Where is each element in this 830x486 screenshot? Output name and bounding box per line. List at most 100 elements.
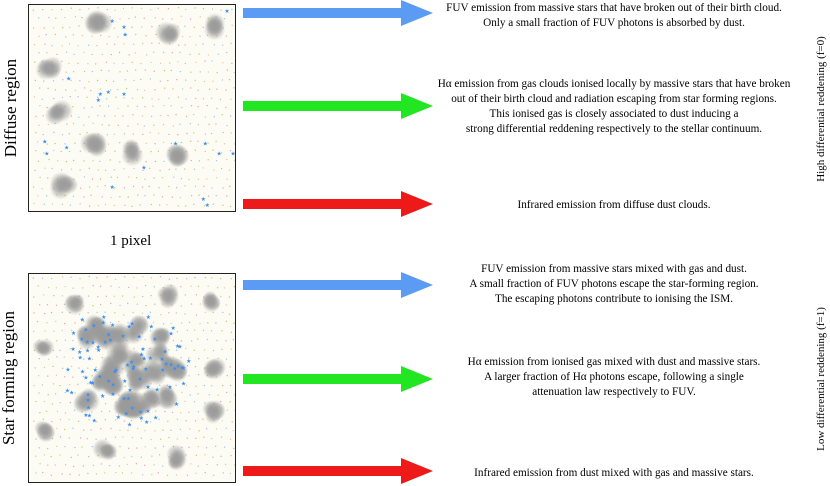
background-dot — [133, 79, 135, 82]
background-dot — [104, 419, 106, 421]
background-dot — [168, 278, 171, 280]
star-icon: ★ — [110, 18, 115, 25]
background-dot — [198, 194, 200, 196]
background-dot — [66, 123, 68, 125]
star-icon: ★ — [168, 362, 173, 369]
background-dot — [139, 204, 141, 206]
background-dot — [131, 205, 133, 208]
background-dot — [90, 194, 92, 196]
background-dot — [54, 33, 57, 36]
background-dot — [46, 447, 49, 450]
star-icon: ★ — [44, 151, 49, 158]
background-dot — [163, 69, 166, 72]
background-dot — [87, 295, 90, 297]
background-dot — [179, 412, 182, 414]
star-icon: ★ — [91, 323, 96, 330]
background-dot — [64, 16, 66, 19]
background-dot — [195, 437, 197, 440]
background-dot — [69, 401, 72, 404]
background-dot — [151, 455, 153, 457]
background-dot — [203, 205, 206, 207]
fuv-description-diffuse: FUV emission from massive stars that hav… — [432, 1, 796, 31]
gas-cloud-icon — [202, 357, 227, 381]
background-dot — [188, 357, 190, 359]
background-dot — [150, 203, 152, 206]
background-dot — [226, 51, 228, 54]
background-dot — [42, 471, 44, 474]
text-line: Infrared emission from dust mixed with g… — [474, 467, 754, 479]
background-dot — [194, 420, 197, 422]
background-dot — [56, 340, 58, 342]
background-dot — [154, 17, 156, 19]
background-dot — [92, 160, 94, 162]
star-icon: ★ — [173, 141, 178, 148]
background-dot — [44, 330, 46, 332]
background-dot — [91, 35, 93, 37]
background-dot — [88, 205, 91, 207]
background-dot — [185, 115, 188, 118]
background-dot — [226, 158, 228, 161]
background-dot — [175, 186, 178, 189]
background-dot — [115, 96, 117, 98]
background-dot — [65, 71, 67, 73]
background-dot — [59, 384, 61, 387]
background-dot — [39, 87, 41, 89]
background-dot — [194, 149, 197, 151]
background-dot — [136, 287, 138, 289]
background-dot — [185, 79, 187, 81]
background-dot — [125, 87, 128, 90]
background-dot — [135, 177, 138, 179]
background-dot — [225, 89, 227, 91]
background-dot — [225, 340, 227, 342]
gas-cloud-icon — [72, 387, 101, 414]
background-dot — [198, 160, 201, 162]
background-dot — [213, 169, 215, 171]
background-dot — [186, 132, 188, 135]
background-dot — [208, 394, 211, 396]
background-dot — [52, 149, 55, 152]
star-icon: ★ — [100, 393, 105, 400]
background-dot — [97, 204, 100, 207]
background-dot — [163, 160, 165, 163]
background-dot — [70, 168, 73, 170]
background-dot — [170, 69, 172, 72]
background-dot — [127, 429, 129, 432]
ir-description-star-forming: Infrared emission from dust mixed with g… — [432, 466, 796, 481]
background-dot — [54, 142, 56, 145]
background-dot — [83, 70, 86, 73]
star-icon: ★ — [121, 396, 126, 403]
background-dot — [159, 169, 161, 172]
background-dot — [176, 277, 178, 280]
background-dot — [177, 205, 179, 207]
background-dot — [175, 384, 177, 387]
background-dot — [168, 97, 170, 99]
background-dot — [194, 79, 196, 82]
background-dot — [51, 203, 54, 205]
star-icon: ★ — [129, 359, 134, 366]
background-dot — [118, 286, 120, 289]
star-icon: ★ — [88, 380, 93, 387]
background-dot — [217, 53, 220, 55]
background-dot — [86, 96, 88, 98]
star-icon: ★ — [140, 346, 145, 353]
gas-cloud-icon — [83, 9, 114, 35]
background-dot — [163, 87, 166, 89]
background-dot — [59, 454, 61, 456]
background-dot — [35, 131, 37, 134]
background-dot — [145, 142, 147, 145]
background-dot — [153, 286, 155, 288]
background-dot — [207, 54, 210, 56]
background-dot — [199, 303, 201, 305]
star-icon: ★ — [122, 32, 127, 39]
background-dot — [99, 303, 102, 306]
text-line: This ionised gas is closely associated t… — [489, 108, 739, 120]
background-dot — [48, 16, 50, 19]
background-dot — [177, 44, 180, 46]
background-dot — [123, 314, 125, 316]
background-dot — [226, 374, 228, 377]
background-dot — [69, 204, 72, 206]
background-dot — [194, 185, 197, 187]
background-dot — [122, 7, 125, 10]
background-dot — [68, 43, 71, 45]
background-dot — [142, 42, 144, 45]
